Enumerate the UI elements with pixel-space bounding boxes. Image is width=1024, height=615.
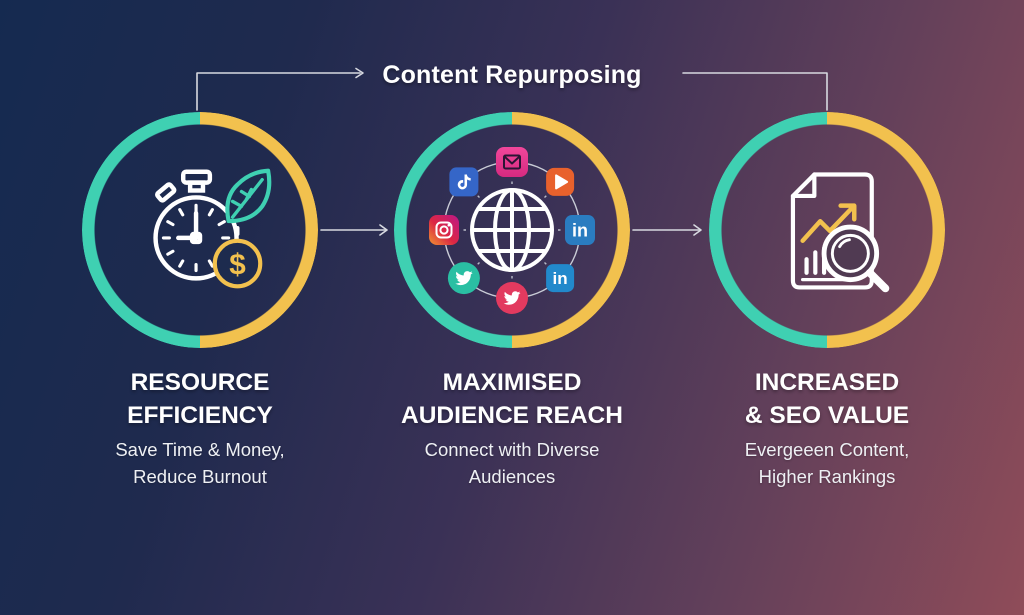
- tiktok-icon: [449, 167, 479, 197]
- email-icon: [496, 147, 528, 177]
- magnifier-icon: [821, 224, 890, 293]
- globe-icon: [470, 188, 554, 272]
- step-circle-audience-reach: in in: [394, 112, 630, 348]
- svg-text:in: in: [572, 221, 588, 241]
- report-magnifier-icon: [754, 157, 900, 303]
- document-icon: [790, 172, 874, 290]
- step-subtitle: Evergeeen Content, Higher Rankings: [744, 439, 910, 487]
- linkedin-icon: in: [546, 264, 575, 293]
- page-title: Content Repurposing: [382, 61, 642, 89]
- step-ring: [82, 112, 318, 348]
- instagram-icon: [429, 215, 459, 245]
- step-subtitle: Connect with Diverse Audiences: [424, 439, 600, 487]
- step-subtitle: Save Time & Money, Reduce Burnout: [115, 439, 285, 487]
- arrow-step2-step3-head-icon: [693, 224, 702, 236]
- dollar-coin-icon: $: [212, 238, 263, 289]
- step-circle-seo-value: [709, 112, 945, 348]
- arrow-step1-step2-head-icon: [379, 224, 388, 236]
- leaf-icon: [225, 168, 272, 224]
- step-heading: MAXIMISED AUDIENCE REACH: [401, 369, 623, 429]
- stopwatch-leaf-dollar-icon: $: [121, 151, 279, 309]
- svg-text:in: in: [553, 269, 568, 288]
- step-label-seo-value: INCREASED & SEO VALUE Evergeeen Content,…: [667, 366, 987, 490]
- step-heading: INCREASED & SEO VALUE: [744, 369, 910, 429]
- linkedin-icon: in: [565, 215, 595, 245]
- step-heading: RESOURCE EFFICIENCY: [127, 369, 273, 429]
- twitter-icon: [447, 262, 480, 295]
- step-circle-resource-efficiency: $: [82, 112, 318, 348]
- globe-social-network-icon: in in: [412, 130, 612, 330]
- growth-arrow-icon: [800, 203, 857, 243]
- step-label-resource-efficiency: RESOURCE EFFICIENCY Save Time & Money, R…: [40, 366, 360, 490]
- dollar-sign: $: [229, 248, 246, 281]
- youtube-icon: [546, 167, 575, 196]
- bird-icon: [496, 282, 528, 314]
- step-label-audience-reach: MAXIMISED AUDIENCE REACH Connect with Di…: [352, 366, 672, 490]
